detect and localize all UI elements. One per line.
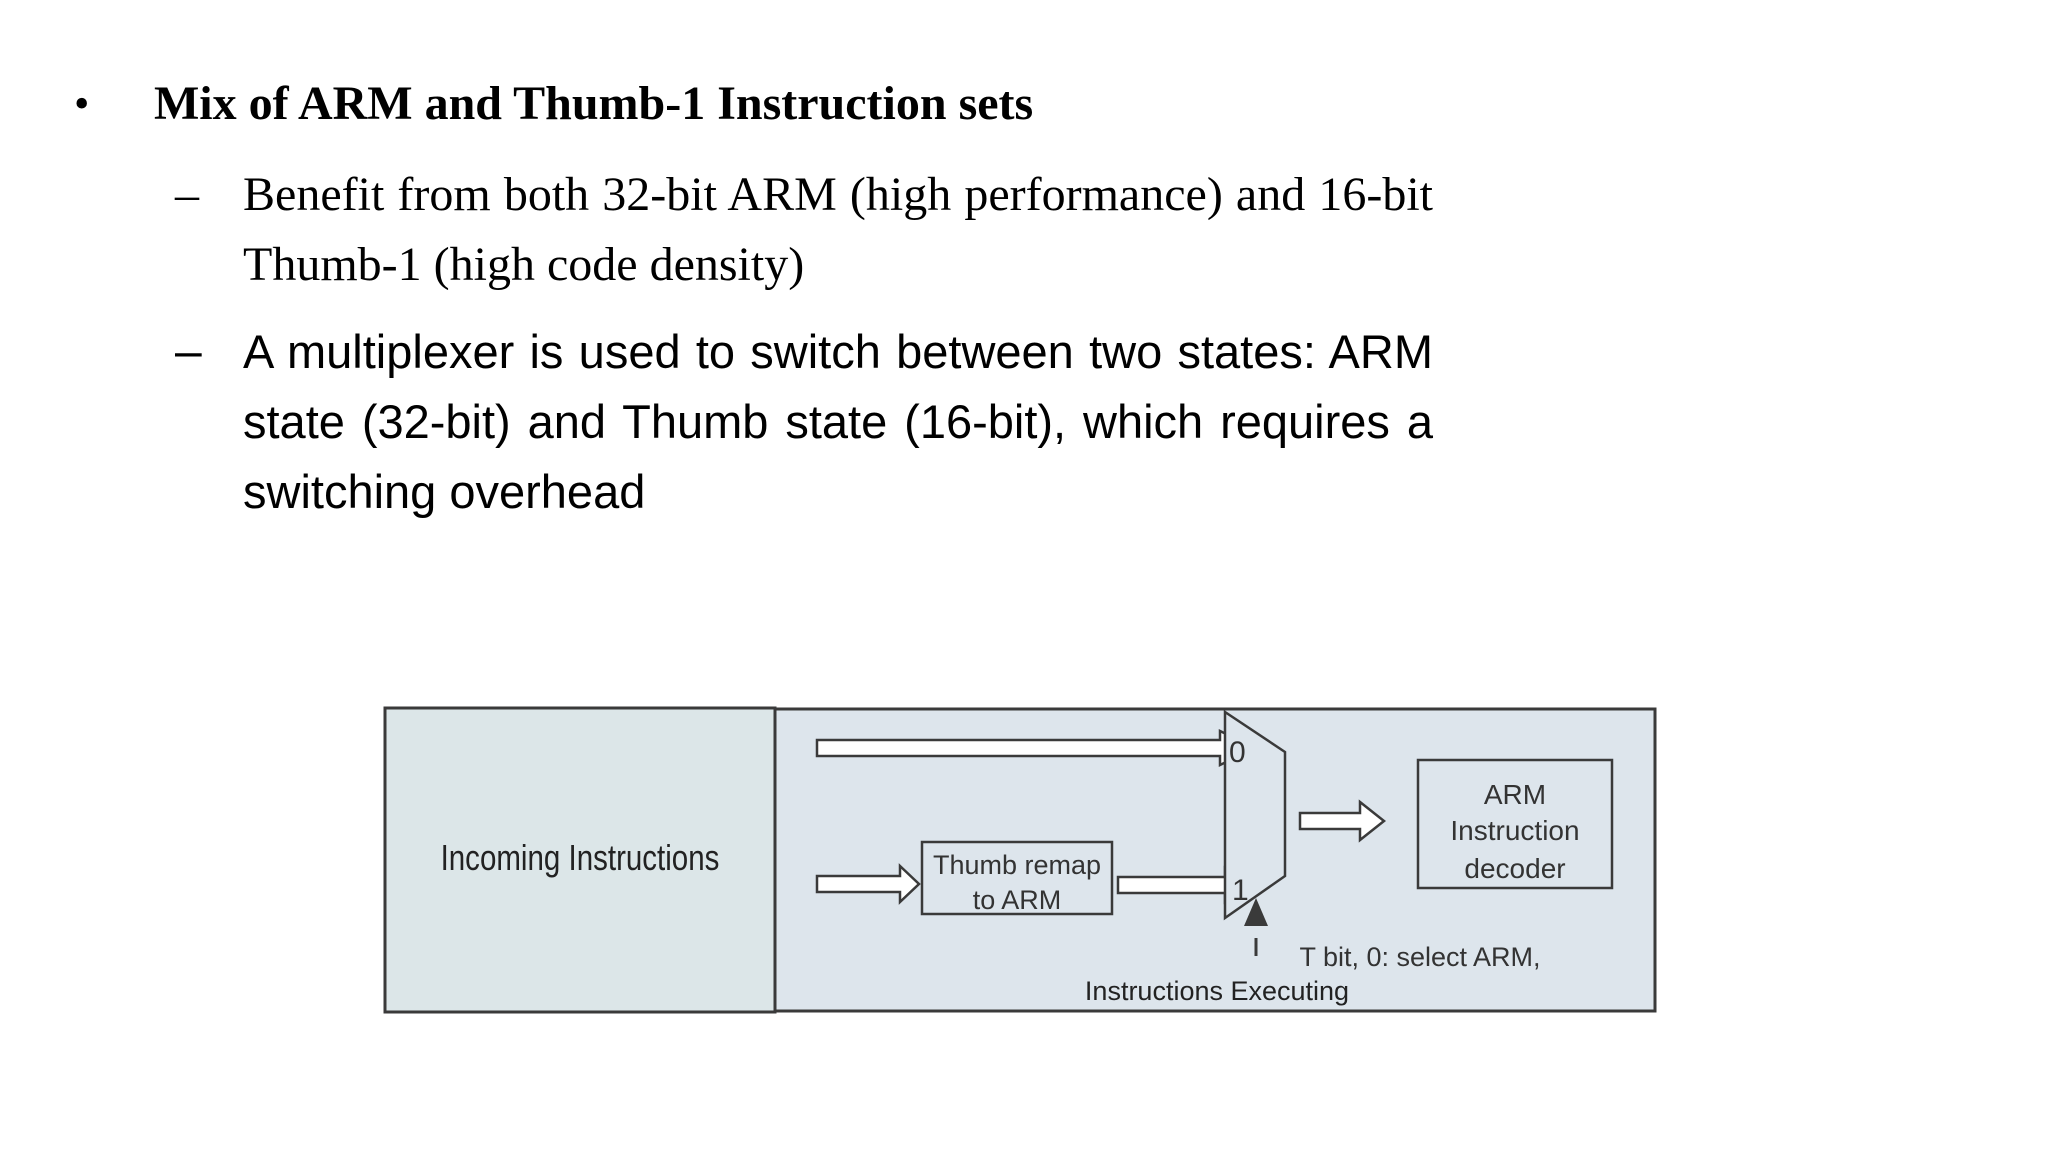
sub-bullet-text: A multiplexer is used to switch between …: [243, 325, 1433, 518]
sub-bullet-marker: –: [175, 325, 202, 378]
sub-bullet-item: – Benefit from both 32-bit ARM (high per…: [175, 160, 1433, 300]
instructions-executing-label: Instructions Executing: [1085, 976, 1349, 1006]
thumb-remap-box: [920, 840, 1114, 916]
incoming-instructions-label: Incoming Instructions: [441, 837, 720, 877]
bullet-item: • Mix of ARM and Thumb-1 Instruction set…: [74, 72, 1033, 136]
thumb-arm-diagram: Incoming Instructions Thumb remap to ARM…: [380, 700, 1660, 1020]
thumb-remap-label-line2: to ARM: [973, 885, 1062, 915]
sub-bullet-text: Benefit from both 32-bit ARM (high perfo…: [243, 168, 1433, 291]
select-arrowhead: [1244, 898, 1268, 926]
incoming-panel: [383, 706, 777, 1014]
thumb-input-arrow: [815, 863, 921, 905]
mux-input-0-label: 0: [1229, 736, 1246, 769]
arm-decoder-label-line3: decoder: [1464, 853, 1565, 884]
t-bit-select-label: T bit, 0: select ARM,: [1299, 942, 1540, 972]
arm-decoder-label-line2: Instruction: [1450, 815, 1579, 846]
arm-decoder-box: [1416, 758, 1614, 890]
sub-bullet-item: – A multiplexer is used to switch betwee…: [175, 317, 1433, 527]
diagram-svg: Incoming Instructions Thumb remap to ARM…: [383, 706, 1657, 1014]
arm-decoder-label-line1: ARM: [1484, 779, 1546, 810]
multiplexer: [1223, 709, 1287, 921]
thumb-remap-label-line1: Thumb remap: [933, 850, 1101, 880]
sub-bullet-marker: –: [175, 168, 199, 221]
bullet-heading: Mix of ARM and Thumb-1 Instruction sets: [154, 77, 1034, 130]
mux-input-1-label: 1: [1232, 874, 1249, 907]
mux-output-arrow: [1298, 799, 1387, 843]
bullet-marker: •: [74, 79, 90, 128]
